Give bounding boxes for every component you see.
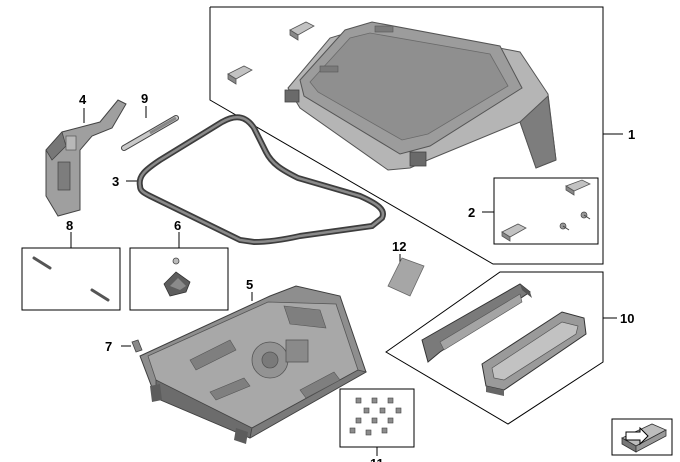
clip-set [349,397,402,436]
callout-3[interactable]: 3 [112,174,119,189]
callout-4[interactable]: 4 [79,92,87,107]
callout-7[interactable]: 7 [105,339,112,354]
gas-strut [121,115,179,151]
callout-5[interactable]: 5 [246,277,253,292]
base-frame [139,285,368,444]
locking-knob [163,257,191,297]
lid-group-box [209,6,604,265]
hinge-parts [501,179,591,242]
callout-10[interactable]: 10 [620,311,634,326]
handle-kit-box [493,177,599,245]
callout-9[interactable]: 9 [141,91,148,106]
storage-lid [284,21,557,171]
storage-tray-lower [481,311,587,396]
callout-2[interactable]: 2 [468,205,475,220]
lid-handle-left [227,65,253,85]
pin-kit-box [21,247,121,311]
pins [32,256,110,302]
mounting-bracket [45,99,127,217]
tray-group-box [385,271,604,425]
callout-1[interactable]: 1 [628,127,635,142]
retaining-clip [131,339,143,353]
lid-seal [136,114,386,246]
callout-12[interactable]: 12 [392,239,406,254]
next-page-icon[interactable] [611,418,673,456]
adhesive-pad [387,257,425,297]
callout-11[interactable]: 11 [370,456,384,462]
lid-handle-right [289,21,315,41]
callout-6[interactable]: 6 [174,218,181,233]
storage-tray-upper [421,283,532,363]
callout-8[interactable]: 8 [66,218,73,233]
